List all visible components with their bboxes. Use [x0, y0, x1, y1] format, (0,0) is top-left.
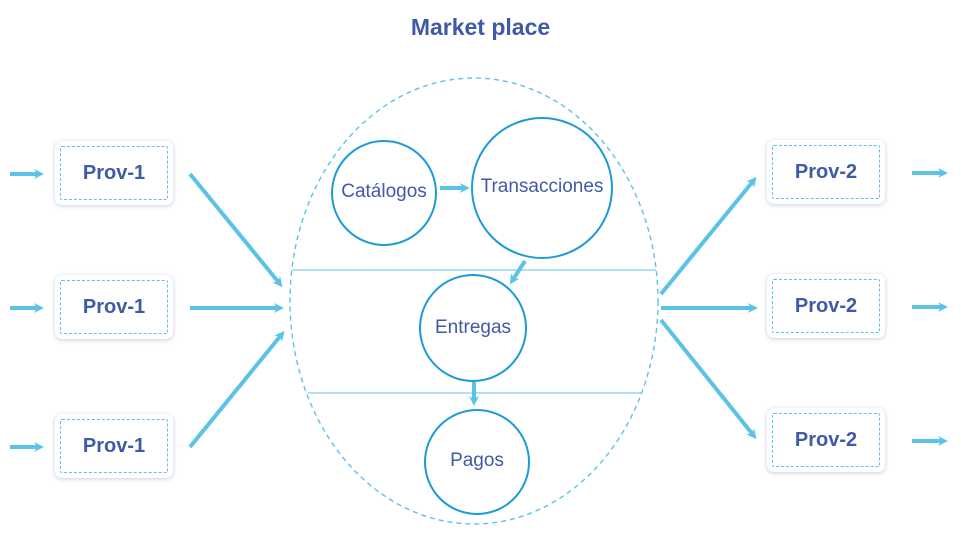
marketplace-boundary — [289, 77, 659, 525]
provider-label: Prov-2 — [794, 428, 858, 451]
pagos-circle — [424, 409, 530, 515]
provider-label: Prov-2 — [794, 160, 858, 183]
arrow-market-to-prov2-top — [659, 176, 757, 296]
provider-box-left-1: Prov-1 — [55, 141, 173, 205]
entregas-label: Entregas — [434, 317, 512, 338]
provider-label: Prov-1 — [82, 161, 146, 184]
arrow-transacciones-entregas — [509, 259, 527, 285]
provider-box-left-2: Prov-1 — [55, 275, 173, 339]
provider-box-left-3: Prov-1 — [55, 414, 173, 478]
arrow-market-to-prov2-bottom — [659, 318, 757, 440]
arrow-prov1-top-to-market — [188, 172, 283, 288]
catalogos-label: Catálogos — [341, 181, 427, 202]
provider-box-right-1: Prov-2 — [767, 140, 885, 204]
provider-box-right-2: Prov-2 — [767, 274, 885, 338]
provider-label: Prov-1 — [82, 434, 146, 457]
diagram-title: Market place — [410, 14, 551, 40]
pagos-label: Pagos — [450, 450, 504, 471]
provider-box-right-3: Prov-2 — [767, 408, 885, 472]
arrow-prov1-bottom-to-market — [188, 330, 285, 449]
transacciones-circle — [471, 117, 613, 259]
catalogos-circle — [331, 140, 437, 246]
transacciones-label: Transacciones — [480, 176, 604, 197]
entregas-circle — [419, 274, 527, 382]
provider-label: Prov-1 — [82, 295, 146, 318]
provider-label: Prov-2 — [794, 294, 858, 317]
